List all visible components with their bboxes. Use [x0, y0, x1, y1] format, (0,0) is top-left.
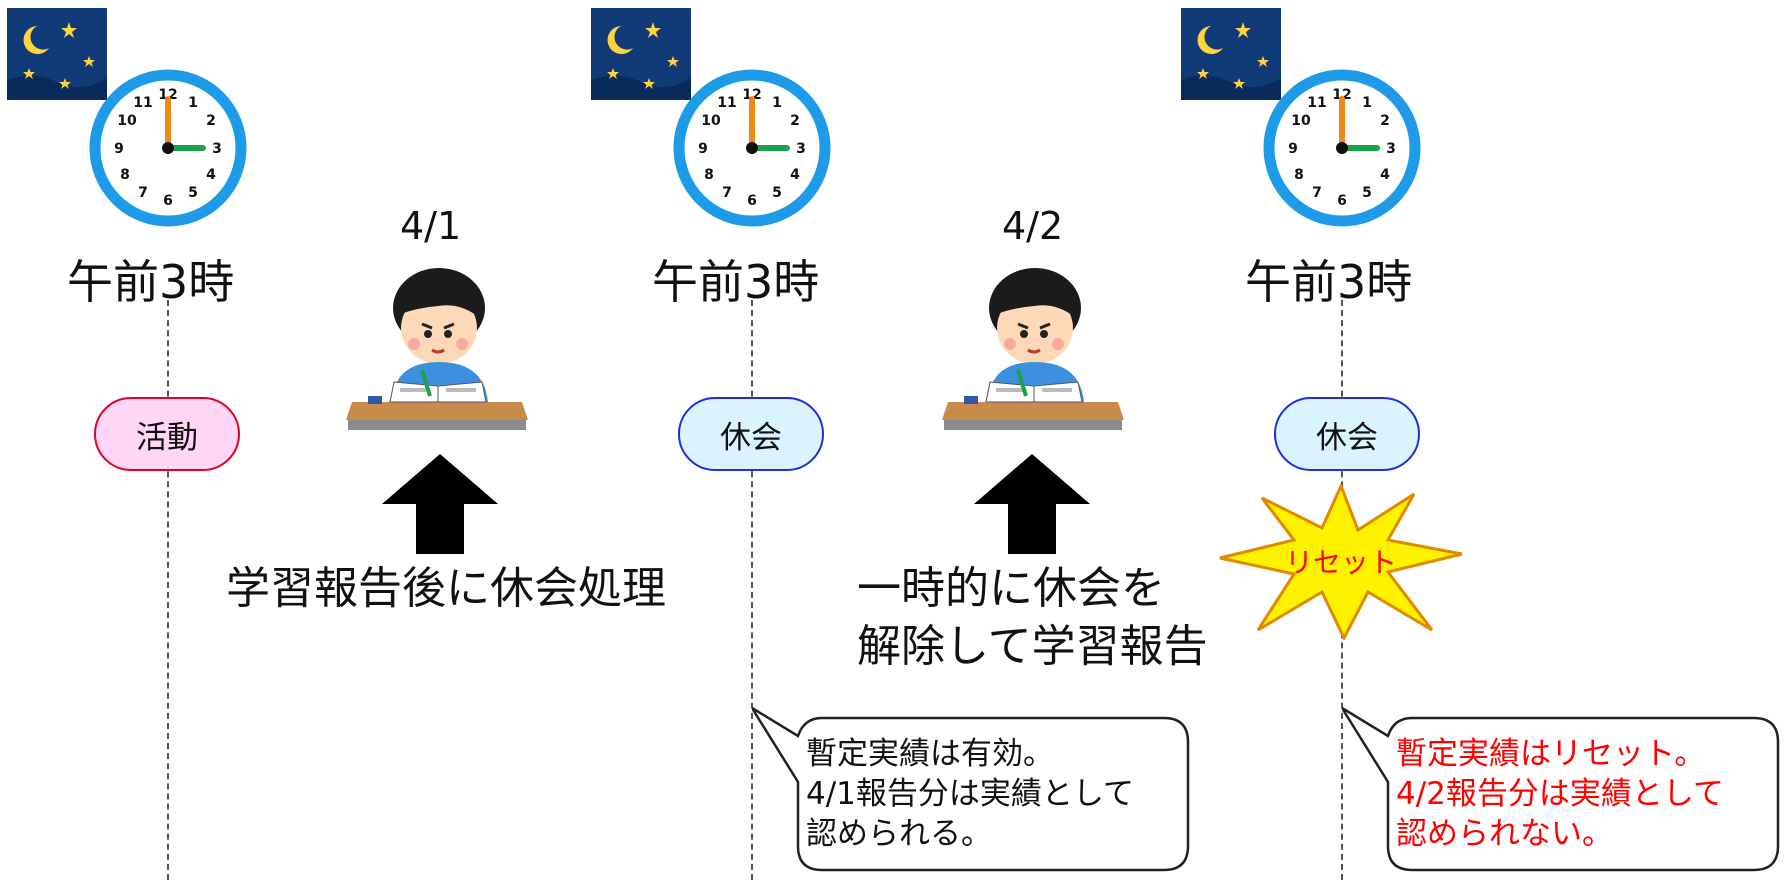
svg-text:3: 3 [212, 141, 222, 157]
svg-text:12: 12 [1332, 87, 1351, 103]
svg-text:1: 1 [1362, 95, 1372, 111]
svg-text:11: 11 [1307, 95, 1326, 111]
svg-text:12: 12 [742, 87, 761, 103]
caption: 一時的に休会を 解除して学習報告 [857, 560, 1208, 676]
svg-text:7: 7 [138, 185, 148, 201]
svg-text:9: 9 [114, 141, 124, 157]
svg-text:11: 11 [717, 95, 736, 111]
caption: 学習報告後に休会処理 [226, 560, 666, 618]
svg-text:5: 5 [188, 185, 198, 201]
svg-text:4: 4 [206, 167, 216, 183]
svg-text:4: 4 [1380, 167, 1390, 183]
svg-text:6: 6 [163, 193, 173, 209]
svg-text:11: 11 [133, 95, 152, 111]
svg-text:10: 10 [1291, 113, 1311, 129]
caption-line: 学習報告後に休会処理 [226, 563, 666, 614]
night-sky-icon [1181, 8, 1281, 100]
svg-text:1: 1 [772, 95, 782, 111]
svg-text:2: 2 [206, 113, 216, 129]
timeline-dashed-line [751, 300, 753, 880]
date-label: 4/1 [400, 204, 462, 248]
reset-label: リセット [1285, 546, 1397, 579]
caption-line: 解除して学習報告 [857, 621, 1208, 672]
night-sky-icon [591, 8, 691, 100]
svg-text:5: 5 [772, 185, 782, 201]
studying-child-icon [938, 262, 1128, 452]
svg-text:9: 9 [1288, 141, 1298, 157]
svg-text:10: 10 [701, 113, 721, 129]
status-pill-pause: 休会 [1274, 397, 1420, 471]
svg-text:9: 9 [698, 141, 708, 157]
svg-text:2: 2 [790, 113, 800, 129]
date-label: 4/2 [1002, 204, 1064, 248]
svg-text:1: 1 [188, 95, 198, 111]
status-pill-pause: 休会 [678, 397, 824, 471]
up-arrow-icon [382, 454, 498, 554]
up-arrow-icon [974, 454, 1090, 554]
svg-text:5: 5 [1362, 185, 1372, 201]
svg-text:8: 8 [120, 167, 130, 183]
svg-text:7: 7 [722, 185, 732, 201]
time-label: 午前3時 [1245, 255, 1413, 309]
svg-text:12: 12 [158, 87, 177, 103]
svg-text:6: 6 [747, 193, 757, 209]
studying-child-icon [342, 262, 532, 452]
svg-text:6: 6 [1337, 193, 1347, 209]
timeline-dashed-line [167, 300, 169, 880]
svg-text:2: 2 [1380, 113, 1390, 129]
svg-text:7: 7 [1312, 185, 1322, 201]
svg-text:3: 3 [796, 141, 806, 157]
callout-reset: 暫定実績はリセット。 4/2報告分は実績として 認められない。 [1342, 706, 1782, 872]
time-label: 午前3時 [67, 255, 235, 309]
svg-text:8: 8 [704, 167, 714, 183]
callout-text: 暫定実績はリセット。 4/2報告分は実績として 認められない。 [1396, 736, 1724, 852]
reset-burst-icon: リセット [1218, 482, 1464, 642]
caption-line: 一時的に休会を [857, 563, 1165, 614]
svg-text:3: 3 [1386, 141, 1396, 157]
svg-text:10: 10 [117, 113, 137, 129]
svg-text:4: 4 [790, 167, 800, 183]
svg-text:8: 8 [1294, 167, 1304, 183]
status-pill-active: 活動 [94, 397, 240, 471]
callout-text: 暫定実績は有効。 4/1報告分は実績として 認められる。 [806, 736, 1134, 852]
callout-valid: 暫定実績は有効。 4/1報告分は実績として 認められる。 [752, 706, 1192, 872]
time-label: 午前3時 [652, 255, 820, 309]
night-sky-icon [7, 8, 107, 100]
